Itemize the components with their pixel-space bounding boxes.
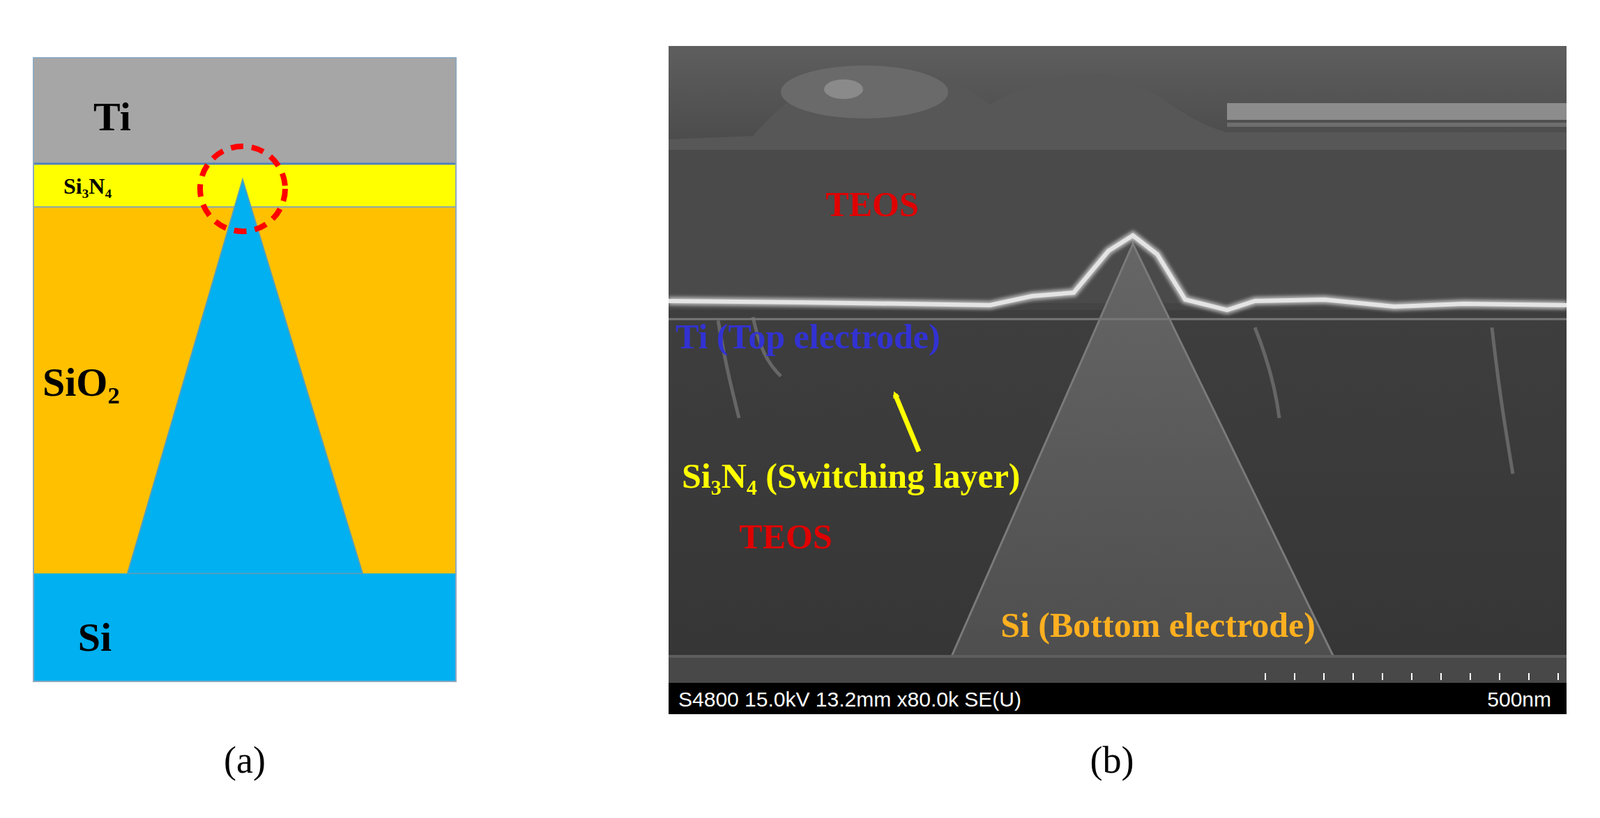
ti-line-glow bbox=[668, 235, 1567, 311]
si-substrate bbox=[33, 573, 456, 682]
layer-name: Si₃N₄ bbox=[63, 174, 112, 199]
layer-band: Si bbox=[33, 573, 456, 682]
sem-image bbox=[668, 46, 1567, 715]
info-bar bbox=[668, 683, 1567, 715]
surface-streak bbox=[1227, 122, 1567, 127]
schematic bbox=[33, 57, 456, 682]
surface-blob bbox=[780, 65, 949, 119]
image-ground bbox=[668, 46, 1567, 715]
layer-name: Ti bbox=[93, 94, 132, 140]
ti-line bbox=[668, 235, 1567, 311]
instrument-info: S4800 15.0kV 13.2mm x80.0k SE(U) bbox=[678, 688, 1022, 712]
pointer-arrow bbox=[895, 394, 919, 452]
layer-label: TEOS bbox=[825, 185, 919, 224]
si-tip bbox=[127, 179, 363, 574]
surface-blob bbox=[824, 79, 864, 99]
panel-label: (b) bbox=[1090, 740, 1135, 782]
panel-border bbox=[33, 57, 456, 682]
scale-bar-label: 500nm bbox=[1487, 688, 1552, 712]
si-bottom bbox=[668, 655, 1567, 684]
layer-band: SiO₂ bbox=[33, 207, 456, 574]
surface-streak bbox=[1227, 103, 1567, 120]
panel-label: (a) bbox=[223, 740, 266, 782]
layer-name: Si bbox=[78, 615, 112, 661]
layer-name: SiO₂ bbox=[42, 360, 120, 406]
layer-label: TEOS bbox=[738, 517, 832, 557]
layer-band: Ti bbox=[33, 57, 456, 164]
scale-ticks bbox=[1265, 673, 1559, 681]
si-interface bbox=[668, 655, 1567, 659]
highlight-circle bbox=[200, 146, 286, 232]
layer-label: Ti (Top electrode) bbox=[675, 317, 941, 357]
interface-line bbox=[33, 163, 456, 166]
surface bbox=[668, 46, 1567, 151]
layer-band: Si₃N₄ bbox=[33, 163, 456, 208]
si-tip bbox=[948, 244, 1337, 664]
layer-label: Si (Bottom electrode) bbox=[1000, 606, 1316, 645]
layer-label: Si₃N₄ (Switching layer) bbox=[681, 457, 1021, 496]
ti-layer bbox=[33, 57, 456, 164]
